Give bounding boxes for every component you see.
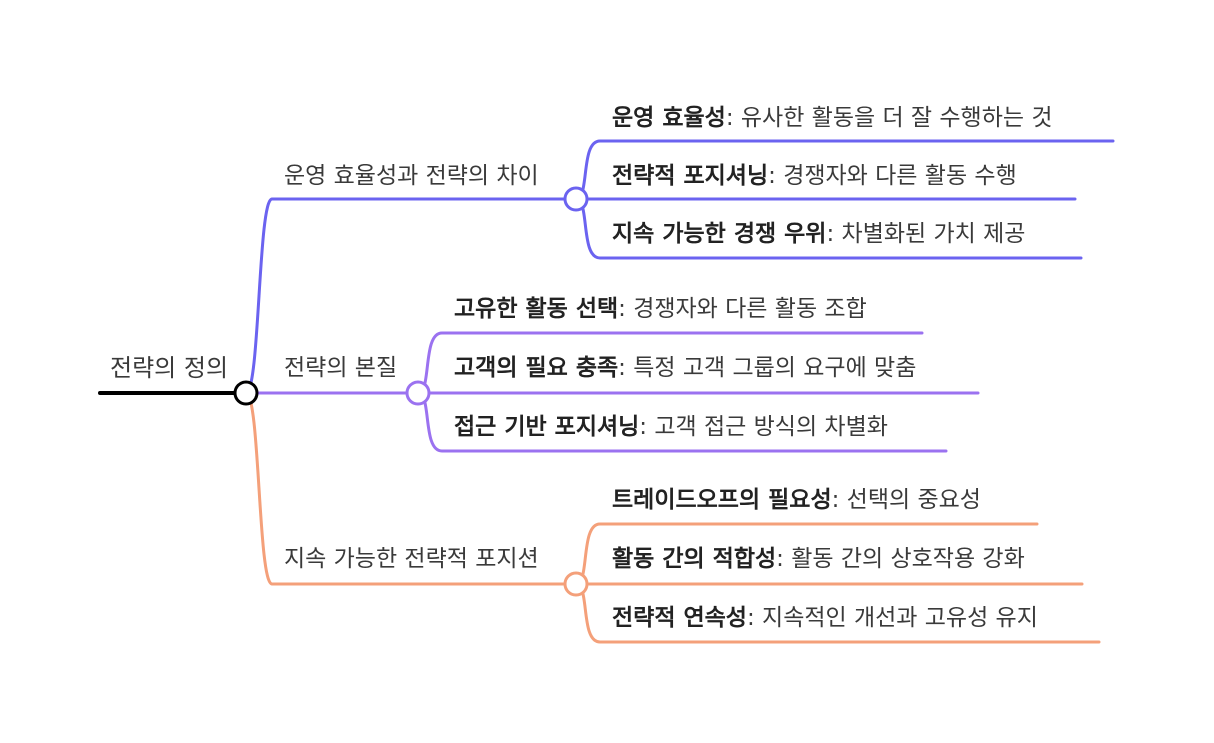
leaf-description: : 경쟁자와 다른 활동 수행 xyxy=(768,163,1017,189)
leaf-description: : 차별화된 가치 제공 xyxy=(826,221,1026,247)
leaf-description: : 활동 간의 상호작용 강화 xyxy=(776,546,1025,572)
branch-node-0 xyxy=(563,186,589,212)
leaf-term: 고유한 활동 선택 xyxy=(454,296,619,322)
root-node-label: 전략의 정의 xyxy=(110,354,229,382)
leaf-operational-efficiency: 운영 효율성: 유사한 활동을 더 잘 수행하는 것 xyxy=(612,104,1053,132)
branch-label-operational-efficiency: 운영 효율성과 전략의 차이 xyxy=(284,163,539,189)
branch-node-1 xyxy=(405,380,431,406)
leaf-term: 접근 기반 포지셔닝 xyxy=(454,414,640,440)
leaf-activity-fit: 활동 간의 적합성: 활동 간의 상호작용 강화 xyxy=(612,545,1025,573)
leaf-unique-activities: 고유한 활동 선택: 경쟁자와 다른 활동 조합 xyxy=(454,295,867,323)
leaf-description: : 유사한 활동을 더 잘 수행하는 것 xyxy=(725,105,1053,131)
leaf-sustainable-advantage: 지속 가능한 경쟁 우위: 차별화된 가치 제공 xyxy=(612,220,1025,248)
leaf-term: 전략적 포지셔닝 xyxy=(612,163,769,189)
leaf-description: : 선택의 중요성 xyxy=(831,487,981,513)
leaf-customer-needs: 고객의 필요 충족: 특정 고객 그룹의 요구에 맞춤 xyxy=(454,354,916,382)
leaf-description: : 특정 고객 그룹의 요구에 맞춤 xyxy=(618,355,917,381)
leaf-term: 활동 간의 적합성 xyxy=(612,546,777,572)
leaf-strategic-positioning: 전략적 포지셔닝: 경쟁자와 다른 활동 수행 xyxy=(612,162,1017,190)
leaf-tradeoffs: 트레이드오프의 필요성: 선택의 중요성 xyxy=(612,486,981,514)
branch-label-sustainable-position: 지속 가능한 전략적 포지션 xyxy=(284,546,539,572)
leaf-description: : 경쟁자와 다른 활동 조합 xyxy=(618,296,867,322)
leaf-term: 지속 가능한 경쟁 우위 xyxy=(612,221,827,247)
leaf-term: 운영 효율성 xyxy=(612,105,726,131)
leaf-description: : 고객 접근 방식의 차별화 xyxy=(639,414,888,440)
leaf-term: 전략적 연속성 xyxy=(612,605,747,631)
leaf-strategic-continuity: 전략적 연속성: 지속적인 개선과 고유성 유지 xyxy=(612,604,1038,632)
leaf-access-positioning: 접근 기반 포지셔닝: 고객 접근 방식의 차별화 xyxy=(454,413,888,441)
leaf-description: : 지속적인 개선과 고유성 유지 xyxy=(746,605,1038,631)
branch-node-2 xyxy=(563,571,589,597)
branch-label-strategy-essence: 전략의 본질 xyxy=(284,355,398,381)
leaf-term: 고객의 필요 충족 xyxy=(454,355,619,381)
root-node xyxy=(233,380,259,406)
leaf-term: 트레이드오프의 필요성 xyxy=(612,487,832,513)
